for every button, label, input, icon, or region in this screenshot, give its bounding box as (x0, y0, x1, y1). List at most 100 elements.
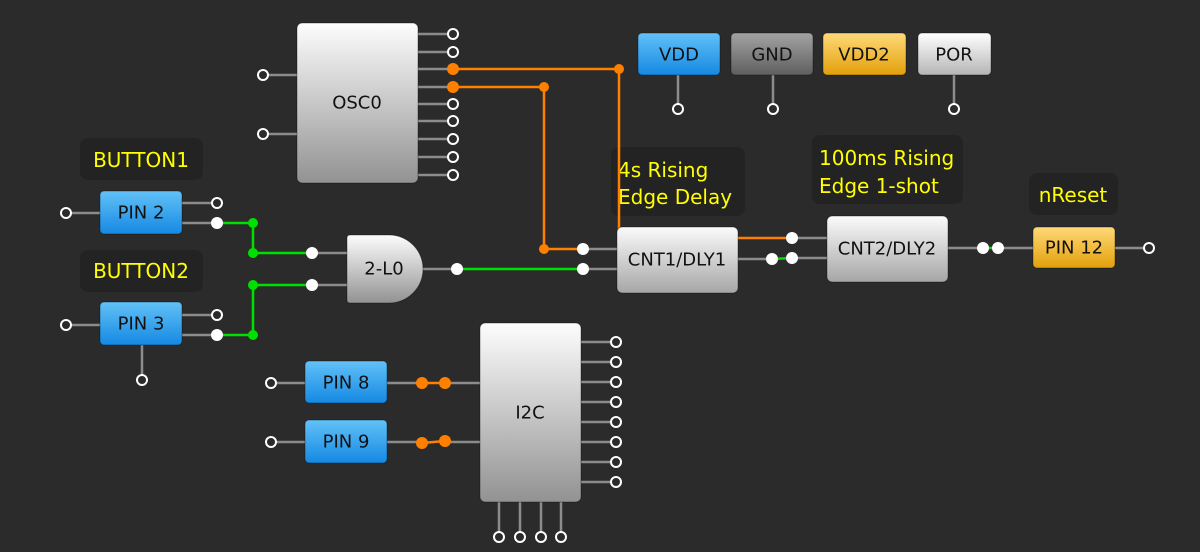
pin9-input-pin[interactable] (265, 436, 277, 448)
rail-gnd[interactable]: GND (730, 32, 814, 76)
block-cnt2-dly2[interactable]: CNT2/DLY2 (826, 215, 949, 283)
annotation-cnt2-line-2: Edge 1-shot (819, 174, 939, 198)
block-cnt1-dly1[interactable]: CNT1/DLY1 (616, 226, 739, 294)
osc0-output-pin[interactable] (447, 151, 459, 163)
wire-pin3-to-lut[interactable] (217, 283, 312, 337)
pin12-input-pin[interactable] (992, 242, 1004, 254)
rail-vdd2[interactable]: VDD2 (822, 32, 907, 76)
i2c-output-pin[interactable] (610, 436, 622, 448)
annotation-cnt1-line-1: 4s Rising (618, 158, 708, 182)
block-lut-2-l0[interactable]: 2-L0 (346, 234, 424, 304)
wire-junction[interactable] (539, 82, 549, 92)
osc0-output-pin[interactable] (447, 115, 459, 127)
block-pin12-label: PIN 12 (1045, 238, 1103, 259)
rail-vdd2-label: VDD2 (838, 45, 890, 66)
i2c-bottom-pin[interactable] (493, 531, 505, 543)
rail-vdd[interactable]: VDD (637, 32, 721, 76)
block-pin2-label: PIN 2 (118, 203, 165, 224)
block-cnt1-label: CNT1/DLY1 (628, 250, 727, 271)
block-pin8[interactable]: PIN 8 (304, 360, 388, 404)
annotation-nreset[interactable]: nReset (1029, 173, 1118, 215)
osc0-output-pin[interactable] (447, 133, 459, 145)
cnt2-clock-input-pin[interactable] (786, 232, 798, 244)
gnd-output-pin[interactable] (767, 103, 779, 115)
vdd-output-pin[interactable] (672, 103, 684, 115)
i2c-output-pin[interactable] (610, 396, 622, 408)
cnt1-clock-input-pin[interactable] (577, 243, 589, 255)
lut-input-pin[interactable] (306, 247, 318, 259)
lut-input-pin[interactable] (306, 279, 318, 291)
cnt1-output-pin[interactable] (766, 253, 778, 265)
i2c-scl-pin-connected[interactable] (439, 377, 451, 389)
pin9-output-pin-connected[interactable] (416, 437, 428, 449)
i2c-bottom-pin[interactable] (535, 531, 547, 543)
osc0-output-pin[interactable] (447, 169, 459, 181)
block-i2c-label: I2C (515, 403, 544, 424)
i2c-bottom-pin[interactable] (514, 531, 526, 543)
pin3-output-pin-connected[interactable] (211, 329, 223, 341)
block-osc0[interactable]: OSC0 (296, 22, 419, 184)
rail-por-label: POR (935, 45, 973, 66)
por-output-pin[interactable] (948, 103, 960, 115)
block-pin8-label: PIN 8 (323, 373, 370, 394)
block-osc0-label: OSC0 (332, 93, 382, 114)
rail-por[interactable]: POR (917, 32, 992, 76)
wire-junction[interactable] (248, 248, 258, 258)
wire-osc0-to-cnt1[interactable] (453, 85, 583, 251)
annotation-button2-text: BUTTON2 (93, 259, 189, 283)
i2c-output-pin[interactable] (610, 456, 622, 468)
pin2-output-pin-connected[interactable] (211, 217, 223, 229)
pin2-output-pin[interactable] (211, 197, 223, 209)
block-pin3-label: PIN 3 (118, 314, 165, 335)
pin12-output-pin[interactable] (1143, 242, 1155, 254)
osc0-output-pin-connected[interactable] (447, 63, 459, 75)
osc0-output-pin[interactable] (447, 28, 459, 40)
block-pin3[interactable]: PIN 3 (99, 301, 183, 346)
wire-junction[interactable] (614, 64, 624, 74)
block-pin9[interactable]: PIN 9 (304, 419, 388, 464)
osc0-output-pin[interactable] (447, 46, 459, 58)
annotation-cnt2-note[interactable]: 100ms Rising Edge 1-shot (812, 135, 963, 204)
cnt2-output-pin[interactable] (977, 242, 989, 254)
osc0-output-pin[interactable] (447, 98, 459, 110)
pin8-input-pin[interactable] (265, 377, 277, 389)
cnt2-input-pin[interactable] (786, 252, 798, 264)
pin3-output-pin[interactable] (211, 309, 223, 321)
cnt1-input-pin[interactable] (577, 263, 589, 275)
i2c-output-pin[interactable] (610, 376, 622, 388)
annotation-button2[interactable]: BUTTON2 (80, 250, 203, 292)
block-cnt2-label: CNT2/DLY2 (838, 239, 937, 260)
block-i2c[interactable]: I2C (479, 322, 582, 503)
wire-pin2-to-lut[interactable] (217, 221, 312, 255)
annotation-cnt2-line-1: 100ms Rising (819, 146, 954, 170)
i2c-sda-pin-connected[interactable] (439, 435, 451, 447)
i2c-bottom-pin[interactable] (555, 531, 567, 543)
wire-junction[interactable] (248, 218, 258, 228)
pin3-oe-pin[interactable] (136, 374, 148, 386)
block-pin2[interactable]: PIN 2 (99, 190, 183, 235)
annotation-nreset-text: nReset (1039, 183, 1108, 207)
i2c-output-pin[interactable] (610, 356, 622, 368)
annotation-button1-text: BUTTON1 (93, 148, 189, 172)
annotation-cnt1-note[interactable]: 4s Rising Edge Delay (611, 147, 745, 216)
osc0-input-pin[interactable] (257, 128, 269, 140)
osc0-input-pin[interactable] (257, 69, 269, 81)
pin2-input-pin[interactable] (60, 207, 72, 219)
i2c-output-pin[interactable] (610, 476, 622, 488)
lut-output-pin[interactable] (451, 263, 463, 275)
annotation-cnt1-line-2: Edge Delay (618, 185, 732, 209)
pin3-input-pin[interactable] (60, 319, 72, 331)
wire-junction[interactable] (248, 330, 258, 340)
i2c-output-pin[interactable] (610, 416, 622, 428)
block-lut-label: 2-L0 (364, 259, 403, 280)
pin8-output-pin-connected[interactable] (416, 377, 428, 389)
i2c-output-pin[interactable] (610, 336, 622, 348)
osc0-output-pin-connected[interactable] (447, 81, 459, 93)
rail-gnd-label: GND (751, 45, 792, 66)
block-pin12[interactable]: PIN 12 (1032, 226, 1116, 269)
wire-junction[interactable] (248, 280, 258, 290)
annotation-button1[interactable]: BUTTON1 (80, 138, 203, 180)
wire-junction[interactable] (539, 244, 549, 254)
rail-vdd-label: VDD (659, 45, 699, 66)
